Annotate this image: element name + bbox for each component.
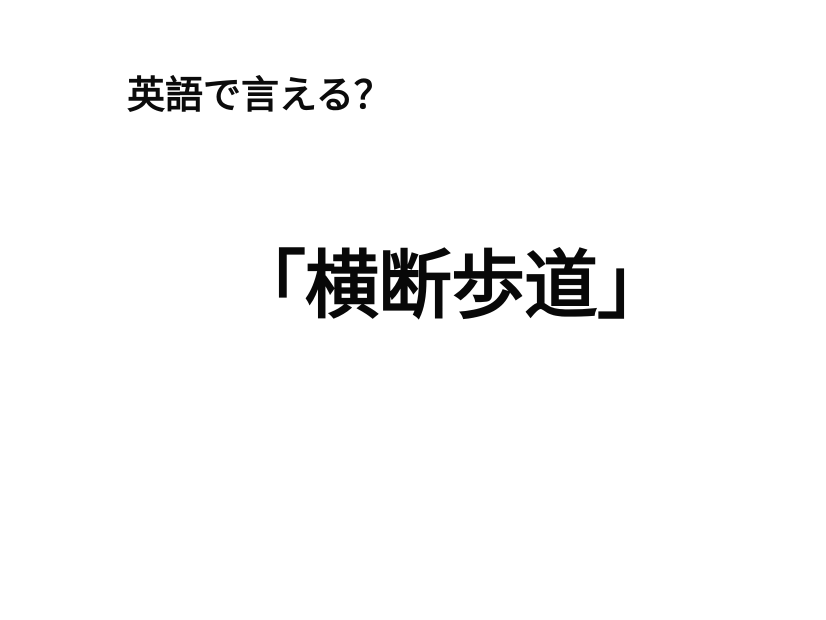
answer-row: crossing — [0, 394, 826, 514]
japanese-term: 「横断歩道」 — [232, 243, 671, 329]
prompt-text: 英語で言える？ — [127, 73, 392, 117]
